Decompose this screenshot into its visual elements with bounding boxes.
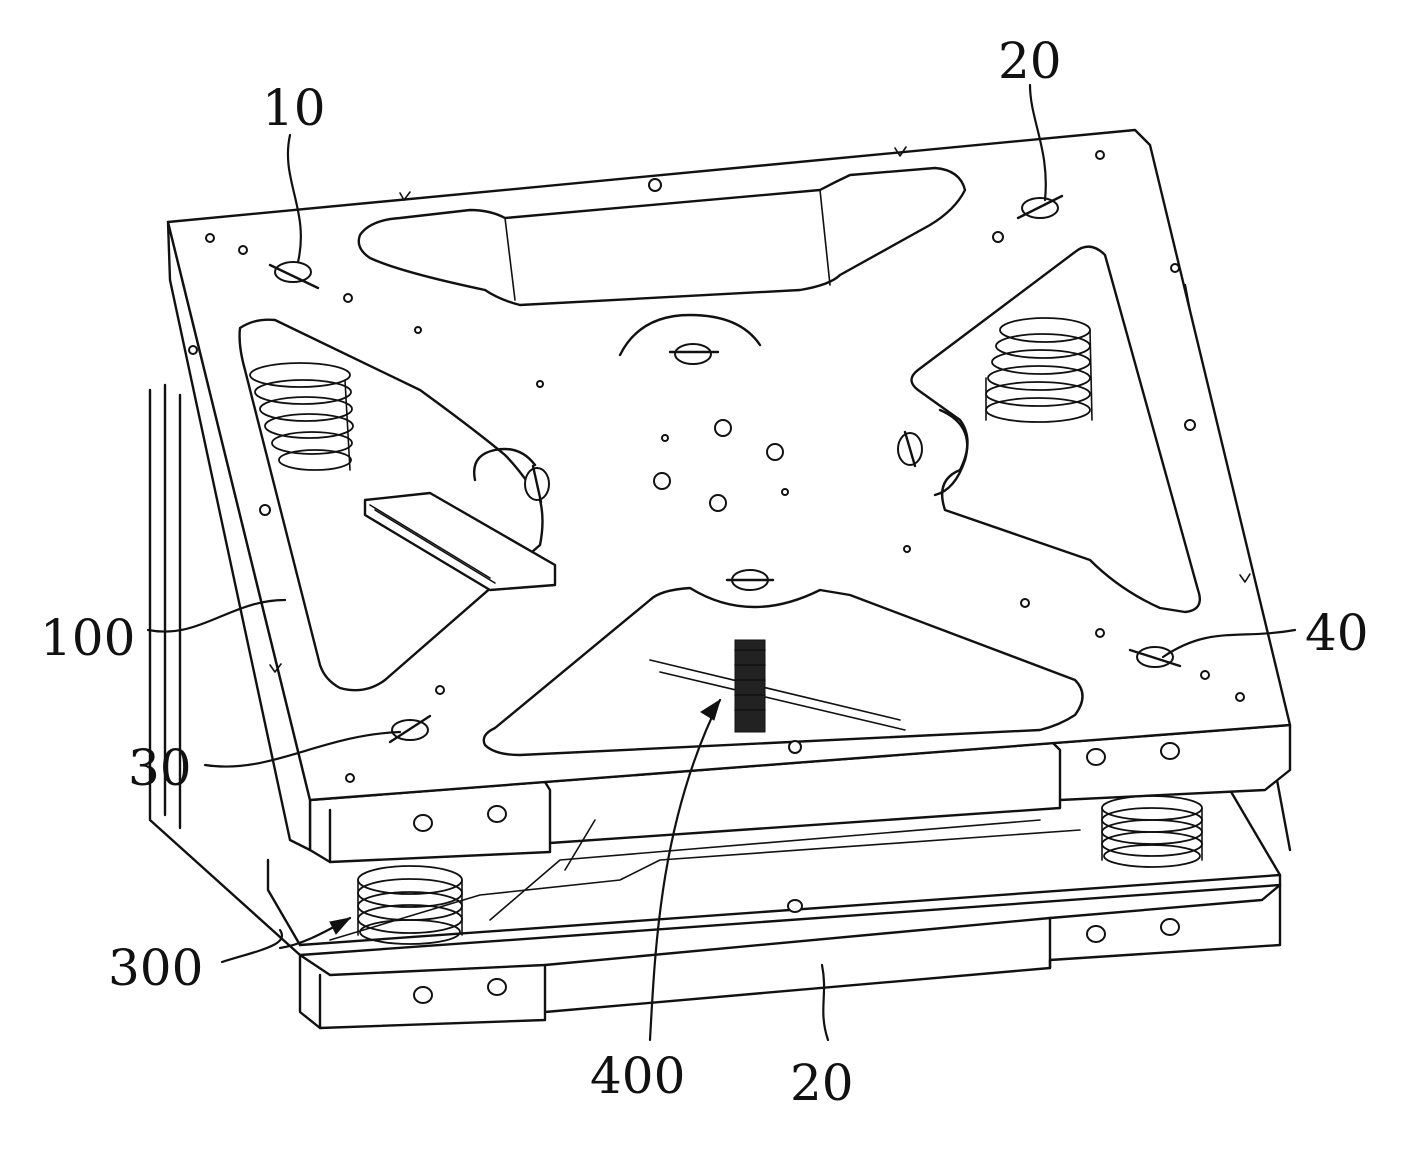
- label-40: 40: [1305, 604, 1369, 662]
- lead-screw: [735, 640, 765, 732]
- label-300: 300: [108, 939, 203, 997]
- leader-300: [222, 930, 282, 962]
- label-30: 30: [128, 739, 192, 797]
- label-400: 400: [590, 1047, 685, 1105]
- arrow-300: [330, 918, 350, 934]
- upper-plate: [168, 130, 1290, 862]
- label-10: 10: [262, 79, 326, 137]
- label-20-bottom: 20: [790, 1054, 854, 1112]
- spring-bottom-right: [1102, 796, 1202, 867]
- label-100: 100: [40, 609, 135, 667]
- label-20-top: 20: [998, 32, 1062, 90]
